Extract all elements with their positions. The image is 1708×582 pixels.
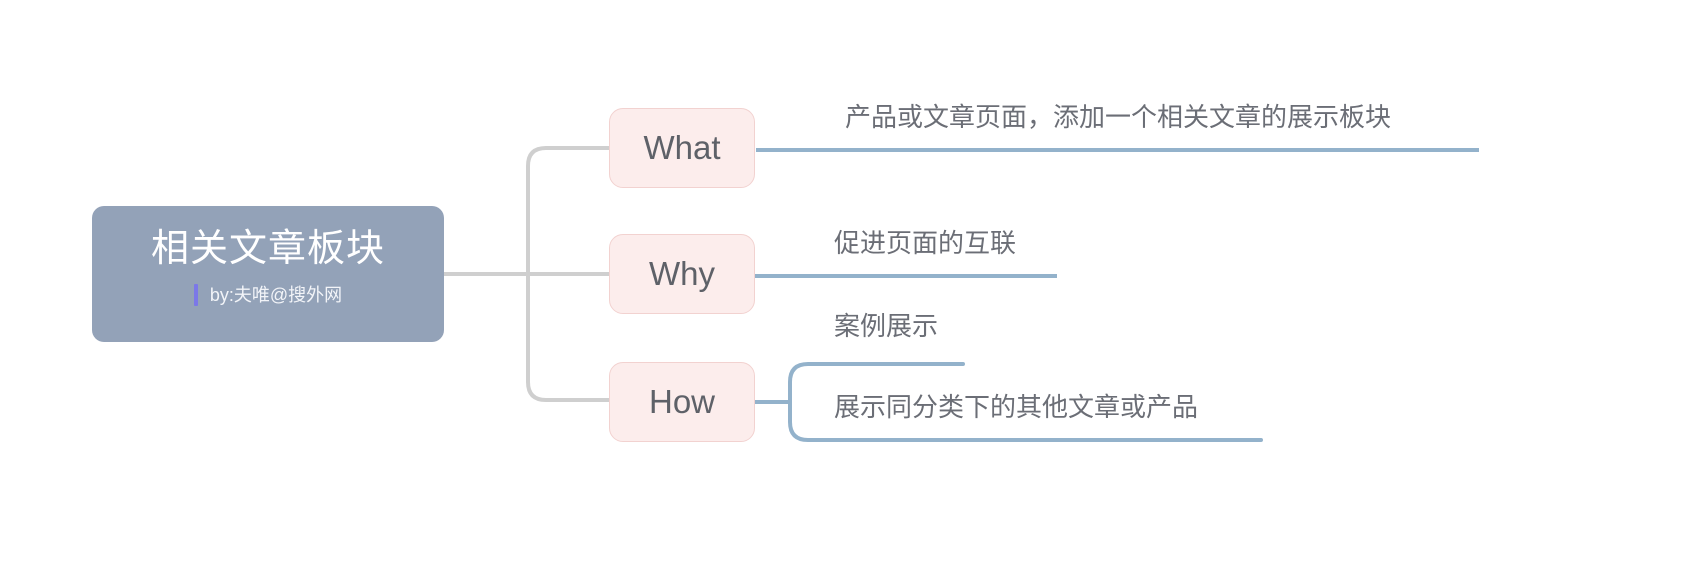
branch-label-how: How bbox=[648, 383, 716, 420]
branch-node-what[interactable]: What bbox=[609, 108, 755, 188]
accent-bar-icon bbox=[193, 284, 198, 306]
leaf-text-how-1[interactable]: 案例展示 bbox=[834, 311, 939, 341]
branch-label-why: Why bbox=[649, 255, 715, 292]
connector-spine bbox=[526, 146, 576, 402]
root-node-byline: by:夫唯@搜外网 bbox=[209, 285, 343, 305]
branch-node-how[interactable]: How bbox=[609, 362, 755, 442]
branch-label-what: What bbox=[643, 129, 721, 166]
leaf-text-why-1[interactable]: 促进页面的互联 bbox=[834, 228, 1017, 258]
leaf-text-what-1[interactable]: 产品或文章页面，添加一个相关文章的展示板块 bbox=[845, 102, 1392, 132]
root-node-title: 相关文章板块 bbox=[150, 228, 385, 270]
root-node-byline-row: by:夫唯@搜外网 bbox=[92, 284, 444, 306]
root-node[interactable]: 相关文章板块 by:夫唯@搜外网 bbox=[92, 206, 444, 342]
branch-node-why[interactable]: Why bbox=[609, 234, 755, 314]
leaf-text-how-2[interactable]: 展示同分类下的其他文章或产品 bbox=[834, 392, 1199, 422]
